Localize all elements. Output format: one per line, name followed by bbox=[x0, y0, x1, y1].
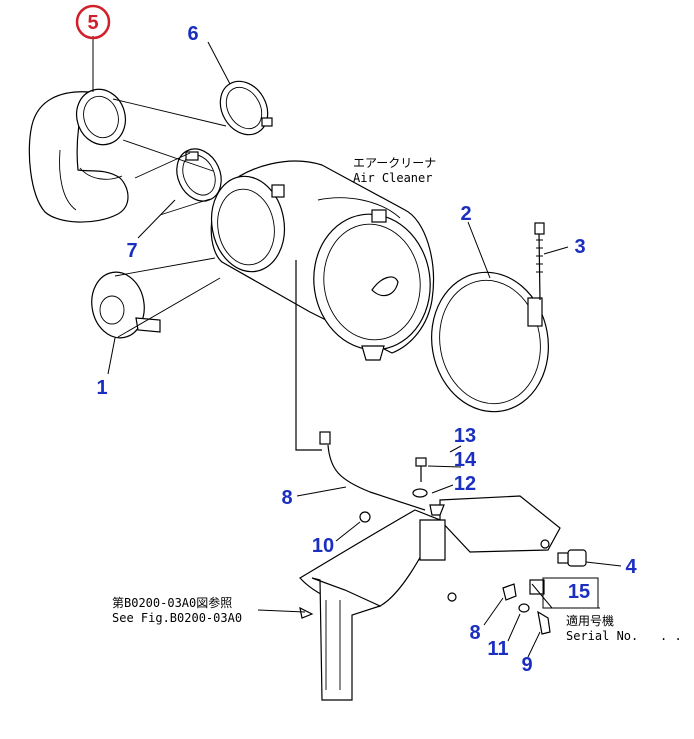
air-cleaner-body[interactable] bbox=[204, 160, 439, 361]
callout-5[interactable]: 5 bbox=[87, 12, 98, 34]
callout-1[interactable]: 1 bbox=[96, 377, 107, 399]
air-cleaner-label-en: Air Cleaner bbox=[353, 171, 432, 185]
clip-12[interactable] bbox=[429, 504, 445, 516]
reference-label-en: See Fig.B0200-03A0 bbox=[112, 611, 242, 625]
callout-15[interactable]: 15 bbox=[568, 581, 590, 603]
mounting-bracket[interactable] bbox=[299, 495, 561, 701]
callout-9[interactable]: 9 bbox=[521, 654, 532, 676]
callout-4[interactable]: 4 bbox=[625, 556, 637, 578]
callout-8-upper[interactable]: 8 bbox=[281, 487, 292, 509]
bolt-9[interactable] bbox=[537, 610, 551, 635]
callout-10[interactable]: 10 bbox=[312, 535, 334, 557]
reference-label-jp: 第B0200-03A0図参照 bbox=[112, 595, 232, 610]
serial-label-en: Serial No. bbox=[566, 629, 638, 643]
fitting-lower[interactable] bbox=[502, 583, 517, 601]
connector-15[interactable] bbox=[529, 579, 545, 595]
elbow-hose[interactable] bbox=[28, 83, 132, 223]
hose-clamp-upper[interactable] bbox=[211, 73, 277, 143]
mounting-band[interactable] bbox=[421, 263, 560, 421]
washer-12[interactable] bbox=[412, 488, 428, 498]
serial-label-jp: 適用号機 bbox=[566, 613, 614, 628]
callout-2[interactable]: 2 bbox=[460, 203, 471, 225]
bolt-small[interactable] bbox=[415, 457, 427, 482]
callout-8-lower[interactable]: 8 bbox=[469, 622, 480, 644]
highlight-ring bbox=[75, 4, 111, 40]
vacuum-switch[interactable] bbox=[557, 549, 587, 567]
bolt-long[interactable] bbox=[534, 222, 545, 301]
callout-6[interactable]: 6 bbox=[187, 23, 198, 45]
callout-7[interactable]: 7 bbox=[126, 240, 137, 262]
sensor-hose[interactable] bbox=[295, 260, 426, 511]
air-cleaner-label-jp: エアークリーナ bbox=[353, 156, 436, 170]
callout-11[interactable]: 11 bbox=[487, 638, 508, 660]
callout-14[interactable]: 14 bbox=[454, 449, 477, 471]
callout-12[interactable]: 12 bbox=[454, 473, 476, 495]
washer-11[interactable] bbox=[518, 603, 530, 613]
callout-13[interactable]: 13 bbox=[454, 425, 476, 447]
inlet-cap[interactable] bbox=[87, 257, 221, 342]
serial-dots: . . bbox=[660, 629, 682, 643]
callout-3[interactable]: 3 bbox=[574, 236, 585, 258]
